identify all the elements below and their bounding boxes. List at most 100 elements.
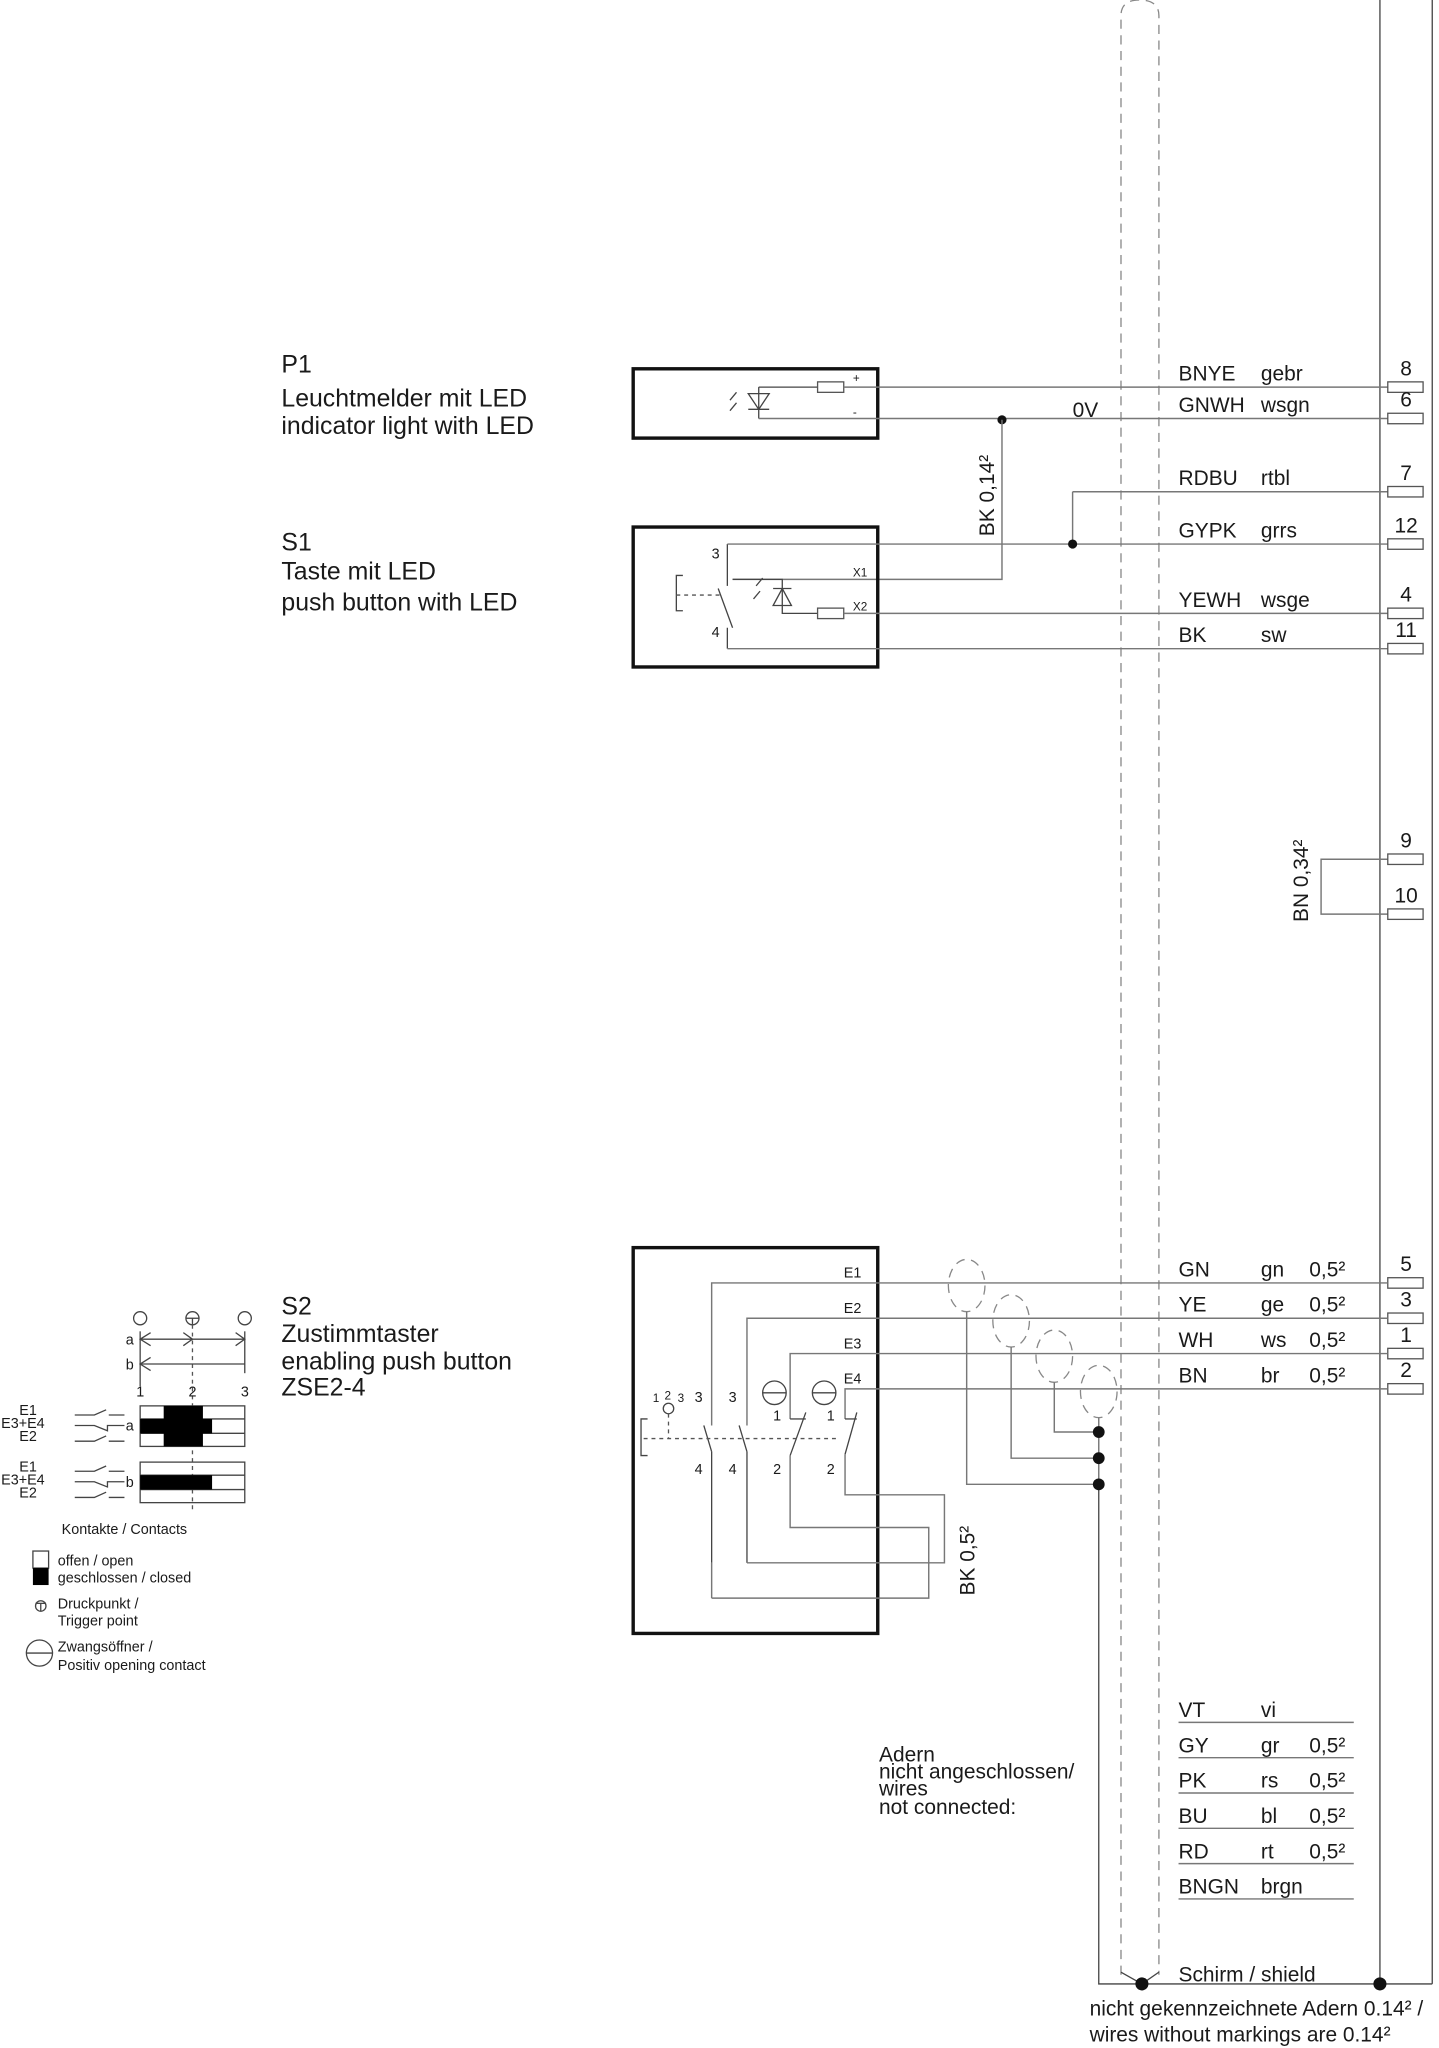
- trigger-point-icon: [34, 1600, 47, 1612]
- wire-color-de: rtbl: [1261, 467, 1290, 490]
- push-switch-icon: [675, 544, 734, 649]
- terminal: [1387, 1382, 1424, 1395]
- s1-id: S1: [281, 530, 311, 557]
- wire-size: 0,5²: [1309, 1294, 1345, 1317]
- wire-code: YE: [1179, 1294, 1207, 1317]
- unconnected-wire-color: brgn: [1261, 1876, 1303, 1899]
- terminal-number: 8: [1400, 357, 1412, 380]
- terminal: [1387, 1347, 1424, 1360]
- terminal-number: 2: [1400, 1359, 1412, 1382]
- legend-closed: geschlossen / closed: [58, 1570, 191, 1586]
- s2-contact-top: 3: [695, 1390, 703, 1406]
- s1-x1: X1: [853, 567, 867, 580]
- wire-code: WH: [1179, 1329, 1214, 1352]
- p1-minus: -: [853, 406, 857, 419]
- s2-contact-top: 3: [729, 1390, 737, 1406]
- legend-positive: Zwangsöffner /: [58, 1640, 153, 1656]
- closed-swatch: [32, 1568, 49, 1586]
- enabling-switch-icon: 1 2 3: [640, 1389, 858, 1563]
- legend-trigger: Druckpunkt /: [58, 1597, 139, 1613]
- s2-contact-bottom: 4: [729, 1462, 737, 1478]
- terminal: [1387, 853, 1424, 866]
- terminal-number: 4: [1400, 584, 1412, 607]
- contact-label: E3+E4: [1, 1472, 45, 1488]
- s2-contact-bottom: 2: [773, 1462, 781, 1478]
- s2-pos-mark: 2: [665, 1389, 672, 1402]
- s2-model: ZSE2-4: [281, 1374, 365, 1401]
- s2-title-de: Zustimmtaster: [281, 1321, 438, 1348]
- wire-color-de: br: [1261, 1364, 1280, 1387]
- wire-code: GNWH: [1179, 394, 1245, 417]
- unconnected-wire-code: VT: [1179, 1699, 1206, 1722]
- pos-label: 1: [136, 1385, 144, 1401]
- legend-trigger: Trigger point: [58, 1614, 138, 1630]
- s2-input-e1: E1: [844, 1266, 862, 1282]
- terminal: [1387, 485, 1424, 498]
- bn034-label: BN 0,34²: [1290, 839, 1313, 922]
- unconnected-wire-code: PK: [1179, 1770, 1207, 1793]
- s1-x2: X2: [853, 601, 867, 614]
- wire-size: 0,5²: [1309, 1329, 1345, 1352]
- unconnected-wire-code: BNGN: [1179, 1876, 1239, 1899]
- terminal-number: 12: [1394, 514, 1417, 537]
- row-label: b: [126, 1357, 134, 1373]
- resistor-icon: [816, 381, 845, 393]
- terminal-number: 1: [1400, 1324, 1412, 1347]
- s1-contact-3: 3: [712, 546, 720, 562]
- shield-junction-dot: [1373, 1977, 1387, 1991]
- terminal-number: 3: [1400, 1288, 1412, 1311]
- terminal-number: 5: [1400, 1253, 1412, 1276]
- contact-label: E3+E4: [1, 1416, 45, 1432]
- bk05-label: BK 0,5²: [957, 1526, 980, 1596]
- terminal-number: 9: [1400, 829, 1412, 852]
- s1-contact-4: 4: [712, 625, 720, 641]
- footer-note: wires without markings are 0.14²: [1089, 2023, 1391, 2046]
- unconnected-wire-code: BU: [1179, 1805, 1208, 1828]
- pos-label: 3: [241, 1385, 249, 1401]
- terminal-number: 10: [1394, 884, 1417, 907]
- cable-shield: [1120, 0, 1160, 1985]
- pos-label: 2: [189, 1385, 197, 1401]
- s2-contact-bottom: 4: [695, 1462, 703, 1478]
- wire-code: BK: [1179, 624, 1207, 647]
- p1-box: [631, 367, 880, 440]
- contact-label: E1: [19, 1403, 37, 1419]
- s2-contact-top: 1: [773, 1408, 781, 1424]
- s1-title-en: push button with LED: [281, 590, 517, 617]
- row-label: a: [126, 1419, 134, 1435]
- closed-region: [140, 1405, 213, 1447]
- terminal: [1387, 908, 1424, 921]
- s1-title-de: Taste mit LED: [281, 558, 436, 585]
- s2-contact-bottom: 2: [827, 1462, 835, 1478]
- wire-code: GN: [1179, 1258, 1210, 1281]
- terminal-number: 11: [1395, 619, 1417, 642]
- shield-label: Schirm / shield: [1179, 1963, 1316, 1986]
- open-swatch: [32, 1550, 50, 1569]
- svg-text:nicht angeschlossen/: nicht angeschlossen/: [879, 1761, 1074, 1784]
- closed-region: [140, 1475, 213, 1490]
- wire-color-de: wsgn: [1260, 394, 1310, 417]
- footer-note: nicht gekennzeichnete Adern 0.14² /: [1090, 1997, 1424, 2020]
- terminal: [1387, 1277, 1424, 1289]
- s2-contact-top: 1: [827, 1408, 835, 1424]
- unconnected-wire-size: 0,5²: [1309, 1770, 1345, 1793]
- row-label: a: [126, 1332, 134, 1348]
- bk014-label: BK 0,14²: [976, 455, 999, 536]
- s2-pos-mark: 1: [653, 1392, 660, 1405]
- p1-id: P1: [281, 352, 311, 379]
- terminal-number: 7: [1400, 462, 1412, 485]
- wire-color-de: wsge: [1260, 589, 1310, 612]
- s2-id: S2: [281, 1293, 311, 1320]
- s2-input-e3: E3: [844, 1336, 862, 1352]
- legend-positive: Positiv opening contact: [58, 1658, 206, 1674]
- unconnected-wire-color: gr: [1261, 1734, 1280, 1757]
- led-icon: [729, 386, 818, 419]
- resistor-icon: [816, 607, 845, 620]
- wire-size: 0,5²: [1309, 1258, 1345, 1281]
- bridge-wires: [710, 1454, 946, 1599]
- wire-size: 0,5²: [1309, 1364, 1345, 1387]
- junction-dot: [1068, 539, 1078, 549]
- s2-pos-mark: 3: [678, 1392, 685, 1405]
- terminal: [1387, 538, 1424, 550]
- p1-title-de: Leuchtmelder mit LED: [281, 386, 527, 413]
